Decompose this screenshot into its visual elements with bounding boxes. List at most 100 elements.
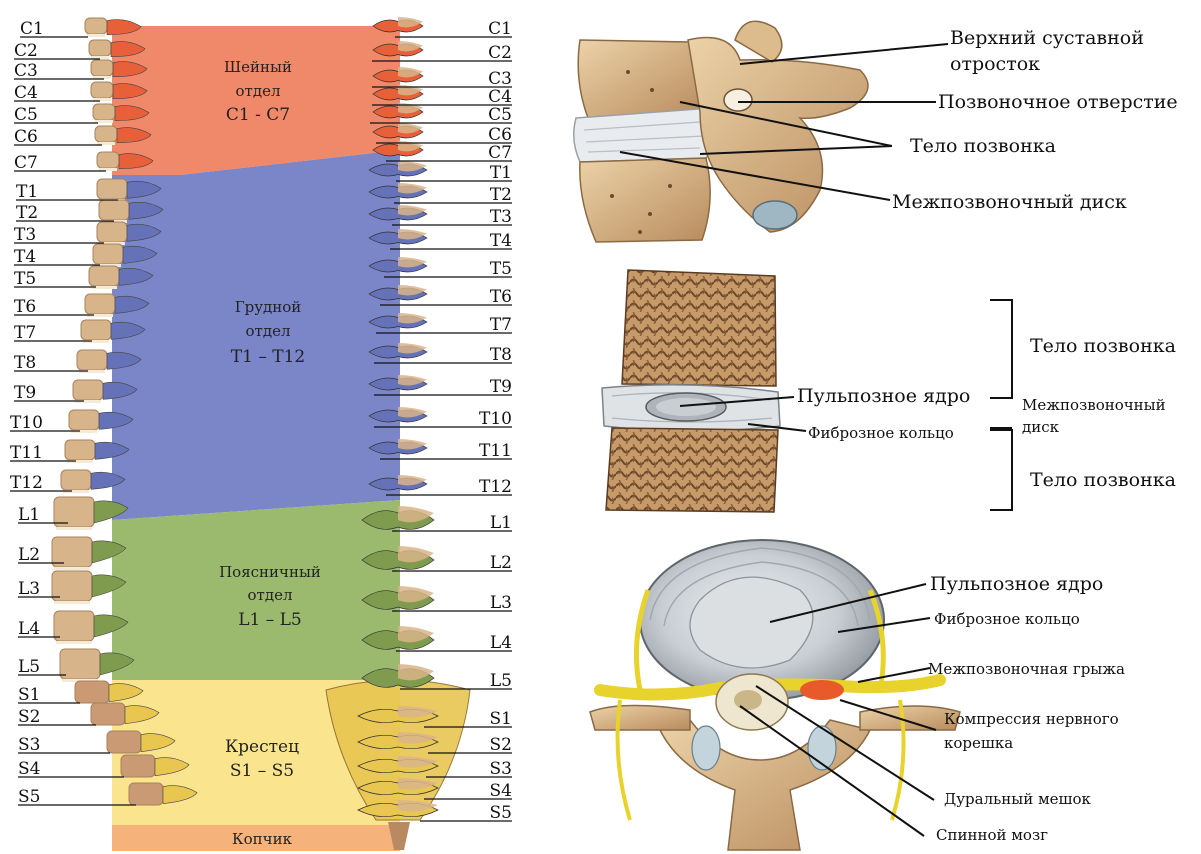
left-vertebra-label: L5 (18, 657, 40, 677)
coccyx-name: Копчик (232, 830, 293, 848)
vertebral-body (107, 731, 141, 753)
left-vertebra-label: T12 (10, 473, 43, 493)
label-superior-process-line2: отросток (950, 53, 1040, 75)
vertebral-body (85, 18, 107, 34)
right-vertebra-label: S5 (490, 803, 512, 823)
right-vertebra-label: C4 (488, 87, 512, 107)
cervical-region-band (112, 26, 400, 175)
left-vertebra-label: S2 (18, 707, 40, 727)
vertebral-body (73, 380, 103, 400)
vertebral-body (77, 350, 107, 370)
right-vertebra-label: L2 (490, 553, 512, 573)
left-vertebra-label: C1 (20, 19, 44, 39)
hernia-axial-panel: Пульпозное ядро Фиброзное кольцо Межпозв… (590, 540, 1125, 850)
vertebral-body (89, 40, 111, 56)
left-vertebra-label: T8 (14, 353, 36, 373)
lumbar-name: Поясничный (219, 563, 321, 581)
disc-section-illustration (602, 270, 780, 512)
label-intervertebral-disc: Межпозвоночный диск (892, 191, 1127, 213)
spine-panel: Шейный отдел C1 - C7 Грудной отдел T1 – … (10, 17, 512, 851)
vertebral-body (89, 266, 119, 286)
thoracic-range: T1 – T12 (231, 347, 305, 367)
left-vertebra-label: C3 (14, 61, 38, 81)
label-vertebral-foramen: Позвоночное отверстие (938, 91, 1178, 113)
right-vertebra-label: S1 (490, 709, 512, 729)
right-vertebra-label: T9 (490, 377, 512, 397)
label-annulus-section: Фиброзное кольцо (808, 424, 954, 442)
left-vertebra-label: T4 (14, 247, 36, 267)
vertebral-body (69, 410, 99, 430)
intervertebral-disc (56, 641, 92, 644)
left-vertebra-label: S5 (18, 787, 40, 807)
vertebral-body (85, 294, 115, 314)
left-vertebra-label: T7 (14, 323, 36, 343)
right-vertebra-label: S3 (490, 759, 512, 779)
vertebral-body (65, 440, 95, 460)
right-vertebra-label: C3 (488, 69, 512, 89)
label-nucleus-axial: Пульпозное ядро (930, 573, 1103, 595)
left-vertebra-label: L3 (18, 579, 40, 599)
left-vertebra-label: C2 (14, 41, 38, 61)
right-vertebra-label: C2 (488, 43, 512, 63)
label-body-bottom: Тело позвонка (1030, 469, 1176, 491)
vertebra-lateral-panel: Верхний суставной отросток Позвоночное о… (574, 21, 1178, 242)
left-vertebra-label: C5 (14, 105, 38, 125)
left-vertebra-label: T9 (14, 383, 36, 403)
vertebral-body (97, 179, 127, 199)
label-annulus-axial: Фиброзное кольцо (934, 610, 1080, 628)
vertebral-body (75, 681, 109, 703)
right-vertebra-label: C6 (488, 125, 512, 145)
left-vertebra-label: S3 (18, 735, 40, 755)
lumbar-range: L1 – L5 (238, 610, 302, 630)
left-vertebra-label: C4 (14, 83, 38, 103)
hernia-axial-illustration (590, 540, 960, 850)
cervical-word: отдел (236, 82, 281, 100)
label-dural-sac: Дуральный мешок (944, 790, 1091, 808)
left-vertebra-label: T10 (10, 413, 43, 433)
label-compression-line2: корешка (944, 734, 1013, 752)
right-vertebra-label: L5 (490, 671, 512, 691)
intervertebral-disc (54, 601, 90, 604)
right-vertebra-label: L4 (490, 633, 512, 653)
left-vertebra-label: T6 (14, 297, 36, 317)
right-vertebra-label: T2 (490, 185, 512, 205)
left-vertebra-label: L4 (18, 619, 40, 639)
right-vertebra-label: T10 (479, 409, 512, 429)
left-vertebra-label: S1 (18, 685, 40, 705)
vertebral-body (91, 82, 113, 98)
cervical-name: Шейный (224, 58, 292, 76)
thoracic-name: Грудной (235, 298, 302, 316)
left-vertebra-label: T2 (16, 203, 38, 223)
sacral-range: S1 – S5 (230, 761, 294, 781)
right-vertebra-label: C7 (488, 143, 512, 163)
label-nucleus-section: Пульпозное ядро (797, 385, 970, 407)
right-vertebra-label: C1 (488, 19, 512, 39)
disc-section-panel: Тело позвонка Пульпозное ядро Фиброзное … (602, 270, 1176, 512)
right-vertebra-label: C5 (488, 105, 512, 125)
vertebral-body (61, 470, 91, 490)
left-vertebra-label: T11 (10, 443, 43, 463)
label-compression-line1: Компрессия нервного (944, 710, 1119, 728)
left-vertebra-label: S4 (18, 759, 40, 779)
vertebral-body (91, 703, 125, 725)
label-disc-line2: диск (1022, 418, 1060, 436)
vertebral-body (93, 104, 115, 120)
left-vertebra-label: T3 (14, 225, 36, 245)
right-vertebra-label: T11 (479, 441, 512, 461)
right-vertebra-label: T7 (490, 315, 512, 335)
cervical-range: C1 - C7 (226, 105, 290, 125)
right-vertebra-label: T6 (490, 287, 512, 307)
vertebral-body (97, 222, 127, 242)
vertebral-body (91, 60, 113, 76)
right-vertebra-label: S4 (490, 781, 512, 801)
right-vertebra-label: S2 (490, 735, 512, 755)
thoracic-word: отдел (246, 322, 291, 340)
disc-section-labels: Тело позвонка Пульпозное ядро Фиброзное … (797, 335, 1176, 491)
right-vertebra-label: T5 (490, 259, 512, 279)
sacral-name: Крестец (225, 737, 299, 757)
vertebral-body (129, 783, 163, 805)
right-vertebra-label: T1 (490, 163, 512, 183)
left-vertebra-label: T1 (16, 182, 38, 202)
right-vertebra-label: T3 (490, 207, 512, 227)
